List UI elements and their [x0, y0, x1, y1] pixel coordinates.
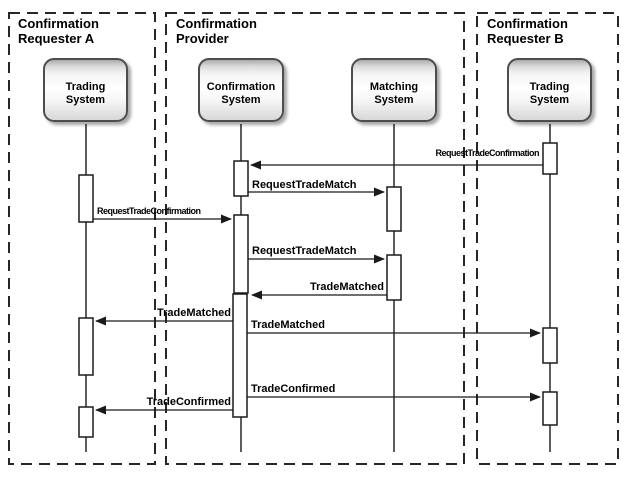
message-label-request-trade-confirmation-a: RequestTradeConfirmation	[97, 206, 201, 216]
activation-matching-2	[386, 254, 402, 301]
node-label-line: Matching	[369, 81, 419, 93]
frame-border-provider	[165, 12, 465, 465]
frame-title-line: Confirmation	[487, 16, 568, 31]
message-label-request-trade-confirmation-b: RequestTradeConfirmation	[435, 148, 539, 158]
node-trading-system-b: Trading System	[507, 58, 592, 122]
activation-trading-b-2	[542, 327, 558, 364]
node-label-line: Confirmation	[206, 81, 276, 93]
node-label-line: Trading	[65, 81, 106, 93]
node-label-line: Trading	[529, 81, 570, 93]
node-matching-system: Matching System	[351, 58, 437, 122]
activation-trading-b-1	[542, 142, 558, 175]
frame-title-requester-b: Confirmation Requester B	[487, 16, 568, 46]
node-label-line: System	[221, 94, 261, 106]
activation-trading-a-1	[78, 174, 94, 223]
activation-confirmation-1	[233, 160, 249, 197]
node-label-line: System	[65, 94, 106, 106]
node-label-line: System	[529, 94, 570, 106]
activation-confirmation-3	[232, 293, 248, 418]
activation-matching-1	[386, 186, 402, 232]
message-label-trade-confirmed-to-b: TradeConfirmed	[251, 383, 336, 395]
frame-border-requester-a	[8, 12, 156, 465]
frame-title-provider: Confirmation Provider	[176, 16, 257, 46]
message-label-trade-matched-return: TradeMatched	[310, 281, 384, 293]
message-label-trade-matched-to-a: TradeMatched	[157, 307, 231, 319]
frame-title-line: Confirmation	[176, 16, 257, 31]
activation-trading-a-2	[78, 317, 94, 376]
activation-confirmation-2	[233, 214, 249, 294]
message-label-trade-confirmed-to-a: TradeConfirmed	[146, 396, 231, 408]
frame-border-requester-b	[476, 12, 619, 465]
frame-title-line: Confirmation	[18, 16, 99, 31]
activation-trading-a-3	[78, 406, 94, 438]
frame-title-line: Provider	[176, 31, 229, 46]
message-label-request-trade-match-2: RequestTradeMatch	[252, 245, 357, 257]
node-trading-system-a: Trading System	[43, 58, 128, 122]
node-confirmation-system: Confirmation System	[198, 58, 284, 122]
frame-title-line: Requester A	[18, 31, 95, 46]
frame-title-line: Requester B	[487, 31, 564, 46]
activation-trading-b-3	[542, 391, 558, 426]
message-label-request-trade-match-1: RequestTradeMatch	[252, 179, 357, 191]
message-label-trade-matched-to-b: TradeMatched	[251, 319, 325, 331]
frame-title-requester-a: Confirmation Requester A	[18, 16, 99, 46]
node-label-line: System	[374, 94, 414, 106]
